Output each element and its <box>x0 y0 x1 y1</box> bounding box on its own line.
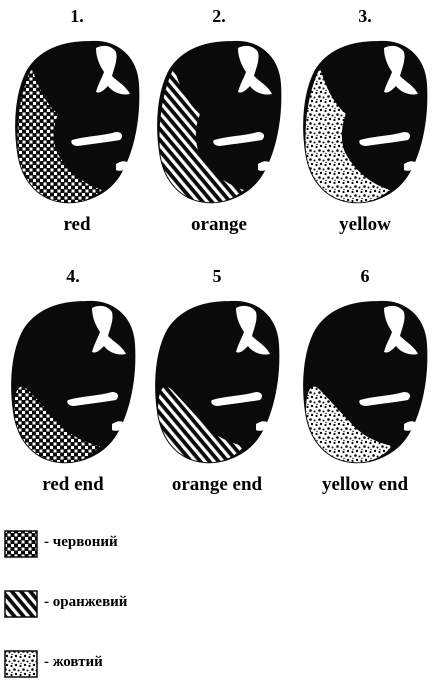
fruit-section-diagram <box>154 32 284 207</box>
figure-caption: orange <box>154 214 284 236</box>
legend-label: - оранжевий <box>44 594 127 611</box>
legend-label: - червоний <box>44 534 118 551</box>
figure-caption: red <box>12 214 142 236</box>
legend-label: - жовтий <box>44 654 103 671</box>
hatch-swatch-icon <box>4 590 38 618</box>
legend-item-red: - червоний <box>4 530 304 560</box>
figure-number: 4. <box>8 266 138 287</box>
figure-number: 3. <box>300 6 430 27</box>
fruit-section-diagram <box>152 292 282 467</box>
figure-number: 2. <box>154 6 284 27</box>
figure-caption: red end <box>8 474 138 496</box>
figure-caption: orange end <box>152 474 282 496</box>
figure-number: 1. <box>12 6 142 27</box>
fruit-section-diagram <box>300 292 430 467</box>
stipple-swatch-icon <box>4 650 38 678</box>
legend-item-orange: - оранжевий <box>4 590 304 620</box>
dots-swatch-icon <box>4 530 38 558</box>
figure-number: 5 <box>152 266 282 287</box>
legend-item-yellow: - жовтий <box>4 650 304 680</box>
fruit-section-diagram <box>8 292 138 467</box>
fruit-section-diagram <box>12 32 142 207</box>
figure-caption: yellow end <box>300 474 430 496</box>
figure-number: 6 <box>300 266 430 287</box>
figure-caption: yellow <box>300 214 430 236</box>
fruit-section-diagram <box>300 32 430 207</box>
